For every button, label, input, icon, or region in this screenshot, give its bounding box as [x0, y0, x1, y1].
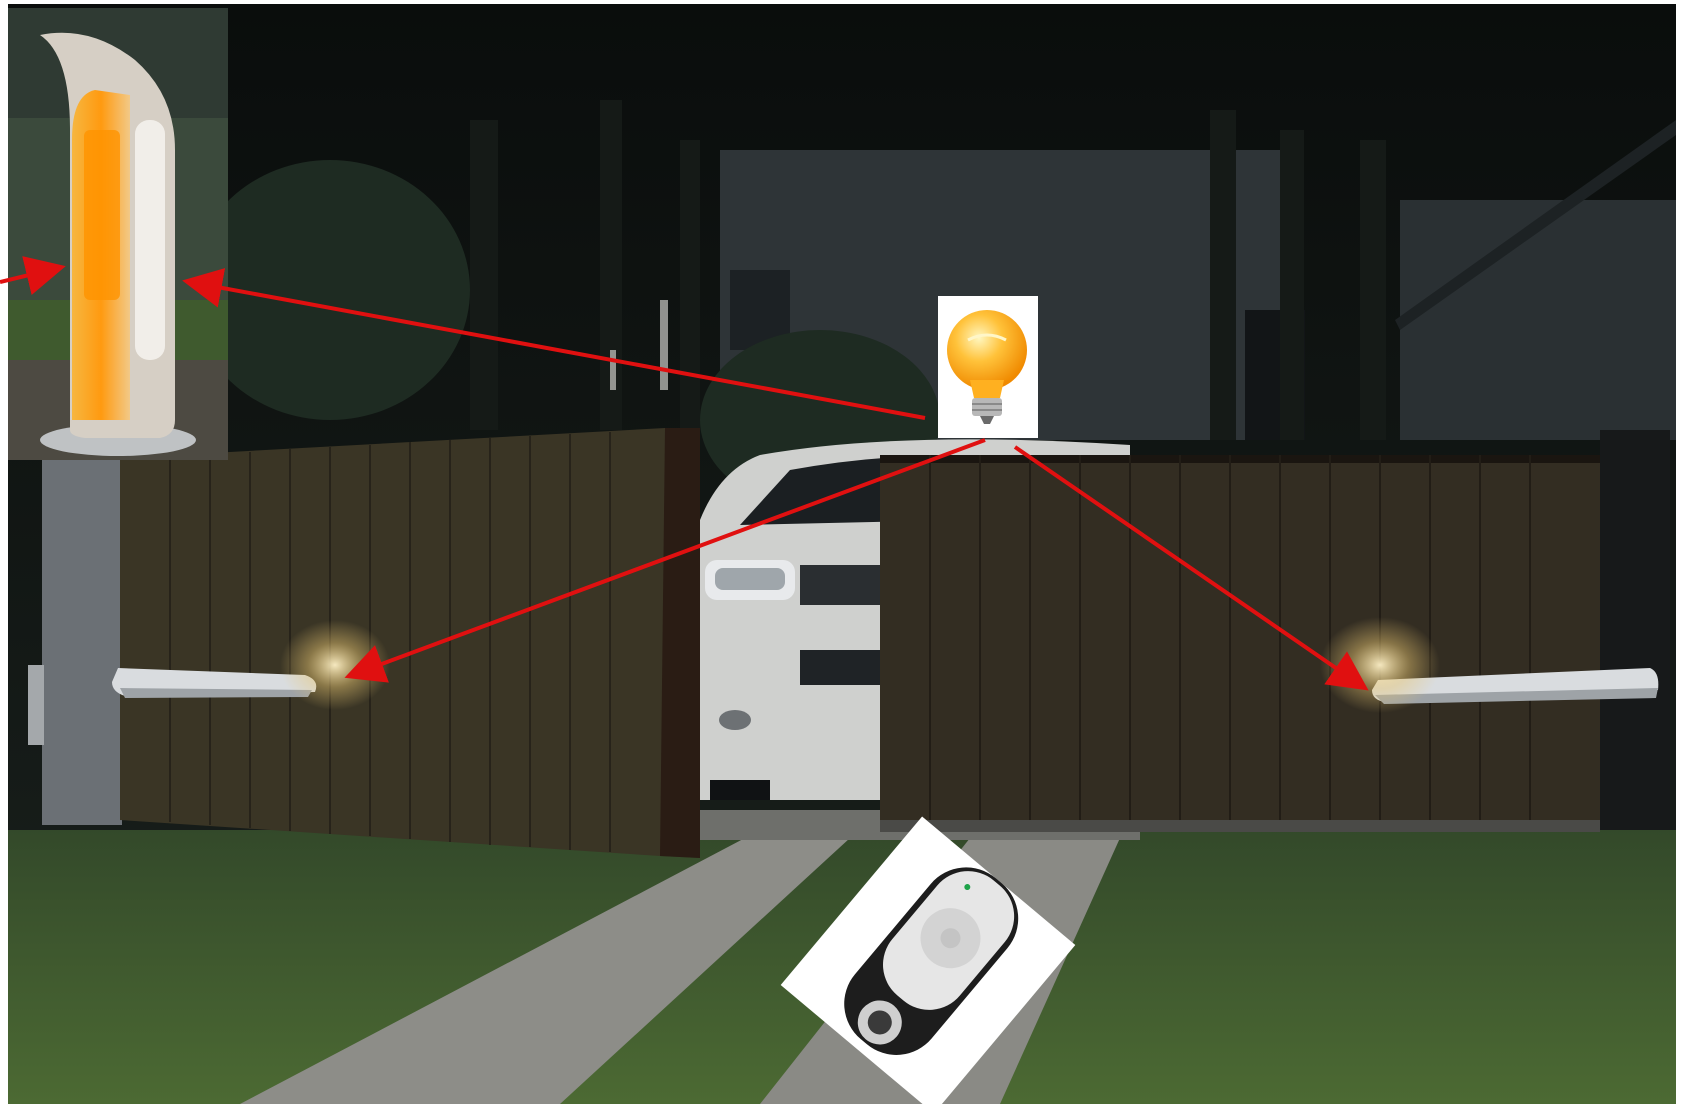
right-gate	[880, 455, 1600, 832]
wall-box	[28, 665, 44, 745]
light-bulb-icon	[938, 296, 1038, 438]
left-gate	[120, 428, 700, 858]
left-gate-post	[42, 450, 122, 825]
garage-wall	[1400, 200, 1676, 440]
amber-warning-lamp-inset	[8, 8, 228, 460]
right-gate-led-light-icon	[1320, 617, 1440, 713]
right-gate-post	[1600, 430, 1670, 830]
